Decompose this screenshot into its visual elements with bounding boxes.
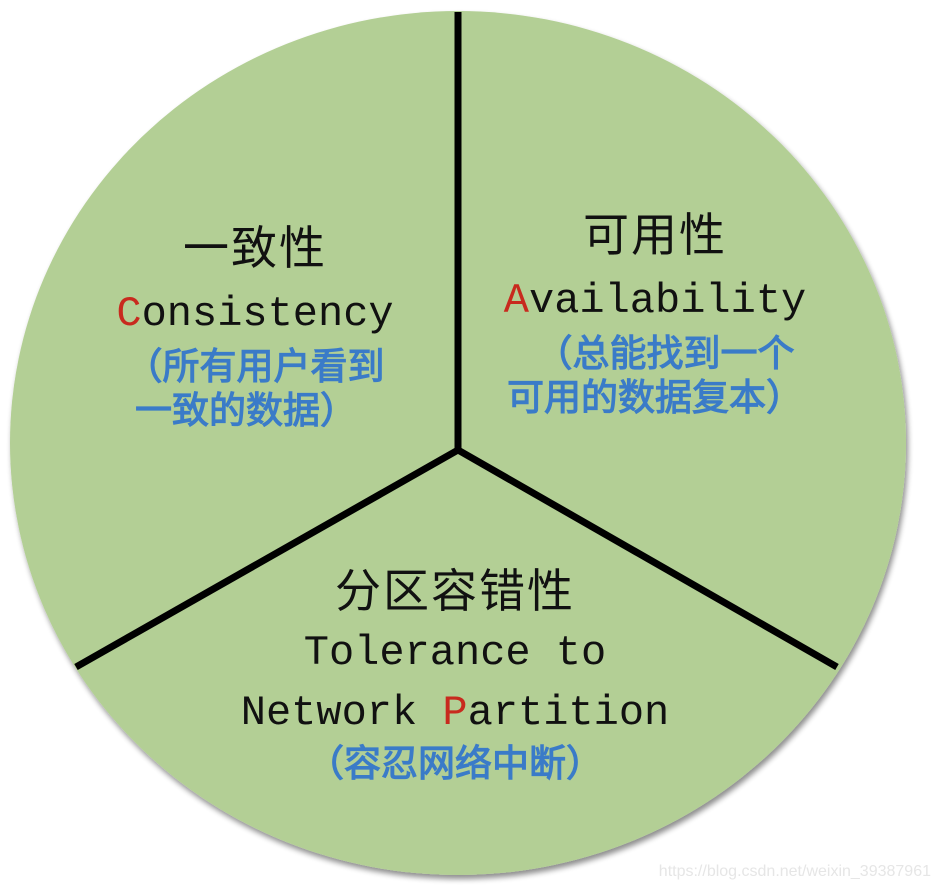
partition-title-zh: 分区容错性	[335, 564, 575, 618]
consistency-rest: onsistency	[141, 290, 394, 338]
consistency-initial: C	[116, 290, 142, 338]
partition-title-en-line1: Tolerance to	[303, 629, 607, 677]
watermark: https://blog.csdn.net/weixin_39387961	[658, 863, 931, 880]
partition-initial: P	[442, 689, 468, 737]
partition-pre: Network	[240, 689, 443, 737]
consistency-title-zh: 一致性	[183, 221, 327, 275]
divider-left	[74, 446, 460, 671]
partition-title-en-line2: Network Partition	[220, 692, 690, 734]
divider-right	[456, 446, 839, 671]
availability-title-en: Availability	[480, 280, 830, 322]
section-partition-tolerance: 分区容错性 Tolerance to Network Partition （容忍…	[220, 568, 690, 786]
consistency-note-line1: （所有用户看到	[125, 345, 385, 388]
section-consistency: 一致性 Consistency （所有用户看到 一致的数据）	[90, 225, 420, 434]
availability-title-zh: 可用性	[583, 208, 727, 262]
availability-initial: A	[503, 277, 529, 325]
availability-note-line1: （总能找到一个	[535, 332, 795, 375]
partition-note: （容忍网络中断）	[307, 742, 603, 785]
consistency-title-en: Consistency	[90, 293, 420, 335]
consistency-note-line2: 一致的数据）	[135, 389, 357, 433]
availability-note-line2: 可用的数据复本）	[507, 376, 803, 420]
partition-post: artition	[467, 689, 670, 737]
section-availability: 可用性 Availability （总能找到一个 可用的数据复本）	[480, 212, 830, 421]
availability-rest: vailability	[528, 277, 807, 325]
